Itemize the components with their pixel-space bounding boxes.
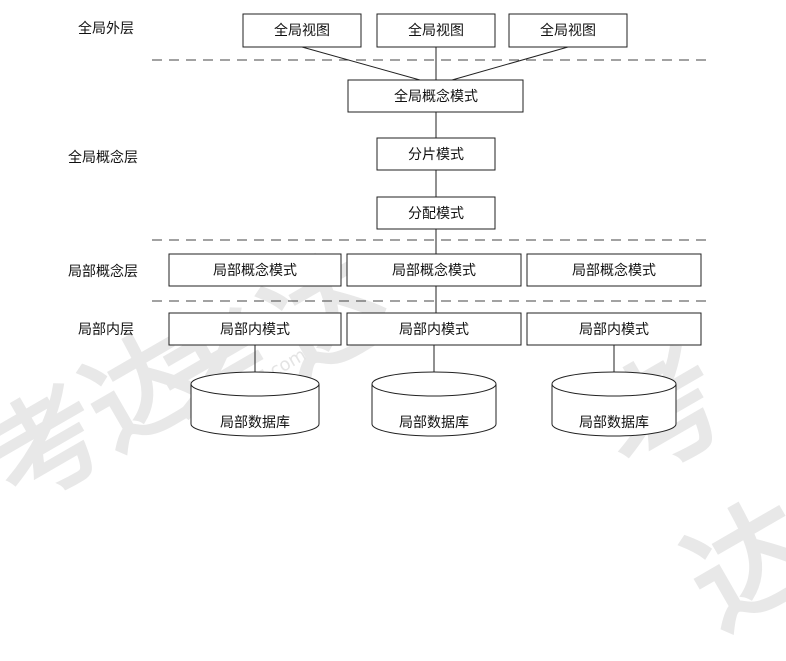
local-internal-schema-label-2: 局部内模式 xyxy=(399,322,469,338)
local-conceptual-schema-label-1: 局部概念模式 xyxy=(213,262,297,279)
allocation-schema-label: 分配模式 xyxy=(408,206,464,222)
layer-label-local-conceptual: 局部概念层 xyxy=(68,263,138,280)
connector-view3-global xyxy=(451,46,569,81)
local-conceptual-schema-box-2: 局部概念模式 xyxy=(346,253,522,287)
local-internal-schema-label-1: 局部内模式 xyxy=(220,322,290,338)
local-internal-schema-box-2: 局部内模式 xyxy=(346,312,522,346)
layer-label-global-external: 全局外层 xyxy=(78,20,134,37)
global-conceptual-schema-box: 全局概念模式 xyxy=(347,79,524,113)
local-conceptual-schema-label-2: 局部概念模式 xyxy=(392,262,476,279)
connector-view1-global xyxy=(301,46,421,81)
local-database-cylinder-1: 局部数据库 xyxy=(190,371,320,437)
local-internal-schema-box-1: 局部内模式 xyxy=(168,312,342,346)
local-database-label-2: 局部数据库 xyxy=(399,415,469,431)
global-view-label-1: 全局视图 xyxy=(274,22,330,39)
layer-label-local-internal: 局部内层 xyxy=(78,322,134,338)
local-conceptual-schema-box-1: 局部概念模式 xyxy=(168,253,342,287)
fragment-schema-label: 分片模式 xyxy=(408,147,464,163)
local-internal-schema-label-3: 局部内模式 xyxy=(579,322,649,338)
local-internal-schema-box-3: 局部内模式 xyxy=(526,312,702,346)
local-database-label-1: 局部数据库 xyxy=(220,415,290,431)
local-database-label-3: 局部数据库 xyxy=(579,415,649,431)
distributed-db-schema-diagram: 全局外层 全局概念层 局部概念层 局部内层 全局视图 全局视图 全局视图 全局概… xyxy=(68,13,708,437)
global-view-box-2: 全局视图 xyxy=(376,13,496,48)
local-database-cylinder-2: 局部数据库 xyxy=(371,371,497,437)
local-database-cylinder-3: 局部数据库 xyxy=(551,371,677,437)
global-view-label-2: 全局视图 xyxy=(408,22,464,39)
layer-label-global-conceptual: 全局概念层 xyxy=(68,149,138,166)
local-conceptual-schema-label-3: 局部概念模式 xyxy=(572,262,656,279)
global-view-label-3: 全局视图 xyxy=(540,22,596,39)
global-view-box-1: 全局视图 xyxy=(242,13,362,48)
global-view-box-3: 全局视图 xyxy=(508,13,628,48)
global-conceptual-schema-label: 全局概念模式 xyxy=(394,88,478,105)
allocation-schema-box: 分配模式 xyxy=(376,196,496,230)
local-conceptual-schema-box-3: 局部概念模式 xyxy=(526,253,702,287)
fragment-schema-box: 分片模式 xyxy=(376,137,496,171)
